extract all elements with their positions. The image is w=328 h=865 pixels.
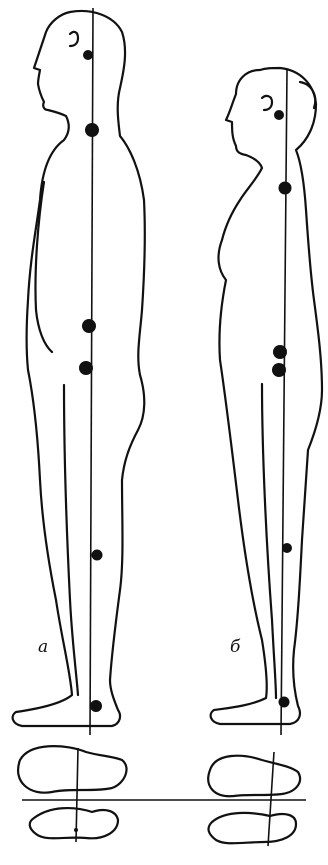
- male-leg-line: [64, 385, 78, 695]
- male-ankle-dot: [90, 700, 102, 712]
- male-right-footprint: [30, 808, 118, 838]
- male-hip-dot: [82, 319, 96, 333]
- panel-label-b: б: [230, 637, 241, 657]
- female-body-outline: [211, 68, 322, 724]
- female-ear-dot: [274, 110, 284, 120]
- male-body-outline: [13, 11, 145, 726]
- male-ear-dot: [83, 50, 93, 60]
- female-knee-dot: [282, 543, 292, 553]
- female-hair-bun: [300, 82, 315, 108]
- female-trochanter-dot: [272, 363, 286, 377]
- male-left-footprint: [18, 746, 126, 793]
- female-ear: [262, 96, 272, 110]
- female-foot-axis: [268, 752, 274, 846]
- male-foot-axis: [76, 748, 78, 842]
- male-knee-dot: [92, 550, 103, 561]
- male-trochanter-dot: [79, 361, 93, 375]
- male-foot-dot: [74, 828, 78, 832]
- female-ankle-dot: [279, 697, 290, 708]
- male-ear: [70, 32, 78, 46]
- female-hip-dot: [273, 345, 287, 359]
- female-figure: б: [211, 68, 322, 735]
- male-figure: а: [13, 8, 145, 735]
- female-plumb-line: [281, 70, 287, 735]
- female-footprints: [208, 752, 300, 846]
- female-left-footprint: [208, 756, 300, 796]
- footprints: [18, 746, 306, 846]
- male-shoulder-dot: [85, 123, 99, 137]
- male-footprints: [18, 746, 126, 842]
- female-shoulder-dot: [279, 182, 292, 195]
- panel-label-a: а: [38, 637, 48, 657]
- female-right-footprint: [209, 813, 296, 843]
